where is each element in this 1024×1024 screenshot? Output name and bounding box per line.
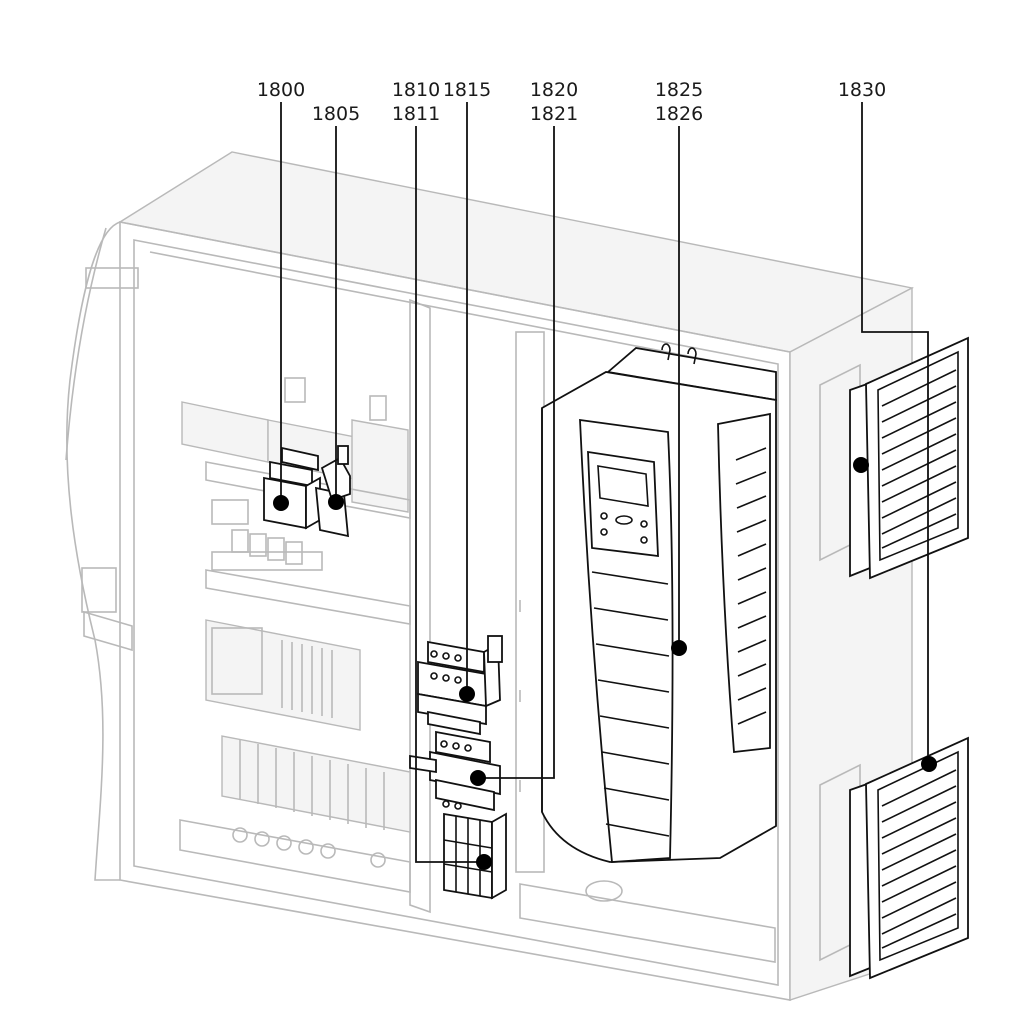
dot-1805 bbox=[328, 494, 344, 510]
label-1820: 1820 bbox=[530, 79, 578, 101]
dot-1810 bbox=[476, 854, 492, 870]
callout-labels: 1800 1805 1810 1811 1815 1820 1821 1825 … bbox=[257, 79, 886, 125]
label-1811: 1811 bbox=[392, 103, 440, 125]
contactor-1815 bbox=[417, 635, 503, 736]
label-1810: 1810 bbox=[392, 79, 440, 101]
label-1826: 1826 bbox=[655, 103, 703, 125]
dot-1820 bbox=[470, 770, 486, 786]
leader-1830 bbox=[861, 102, 929, 764]
label-1815: 1815 bbox=[443, 79, 491, 101]
label-1805: 1805 bbox=[312, 103, 360, 125]
overload-relay-1820 bbox=[409, 730, 501, 812]
dot-1830-lower bbox=[921, 756, 937, 772]
leader-1820 bbox=[478, 126, 555, 779]
leader-lines bbox=[280, 102, 929, 863]
terminal-block-1810 bbox=[443, 812, 507, 900]
dot-1825 bbox=[671, 640, 687, 656]
label-1821: 1821 bbox=[530, 103, 578, 125]
label-1825: 1825 bbox=[655, 79, 703, 101]
fan-filter-upper-1830 bbox=[849, 336, 969, 580]
frequency-drive-1825 bbox=[541, 343, 777, 863]
leader-1810 bbox=[415, 126, 484, 863]
fan-filter-lower-1830 bbox=[849, 736, 969, 980]
label-1800: 1800 bbox=[257, 79, 305, 101]
callout-dots bbox=[273, 457, 937, 870]
dot-1800 bbox=[273, 495, 289, 511]
background-components bbox=[181, 331, 545, 873]
dot-1830-upper bbox=[853, 457, 869, 473]
dot-1815 bbox=[459, 686, 475, 702]
label-1830: 1830 bbox=[838, 79, 886, 101]
